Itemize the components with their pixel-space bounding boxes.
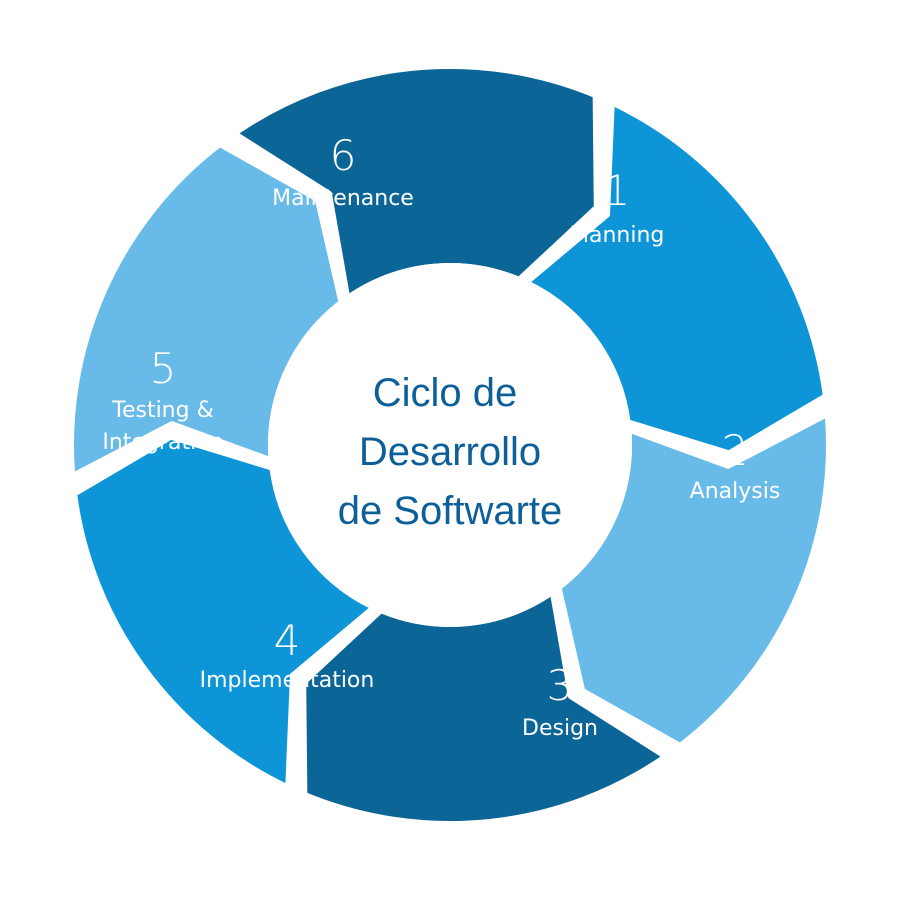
stage-label-5-line-2: Integration xyxy=(102,430,223,455)
stage-label-6: Maintenance xyxy=(272,186,414,211)
stage-label-4: Implementation xyxy=(200,668,375,693)
stage-number-5: 5 xyxy=(150,344,177,393)
stage-label-3: Design xyxy=(522,716,598,741)
stage-number-2: 2 xyxy=(722,426,749,475)
stage-label-1: Planning xyxy=(570,223,665,248)
stage-label-5-line-1: Testing & xyxy=(111,398,214,423)
center-title: Ciclo de Desarrollo de Softwarte xyxy=(338,371,563,533)
center-title-line-3: de Softwarte xyxy=(338,489,563,533)
center-title-line-1: Ciclo de xyxy=(373,371,518,415)
stage-number-3: 3 xyxy=(547,661,574,710)
stage-number-6: 6 xyxy=(330,131,357,180)
stage-number-1: 1 xyxy=(604,166,631,215)
center-title-line-2: Desarrollo xyxy=(359,430,541,474)
stage-number-4: 4 xyxy=(274,616,301,665)
stage-label-2: Analysis xyxy=(690,479,781,504)
center-circle xyxy=(268,263,632,627)
